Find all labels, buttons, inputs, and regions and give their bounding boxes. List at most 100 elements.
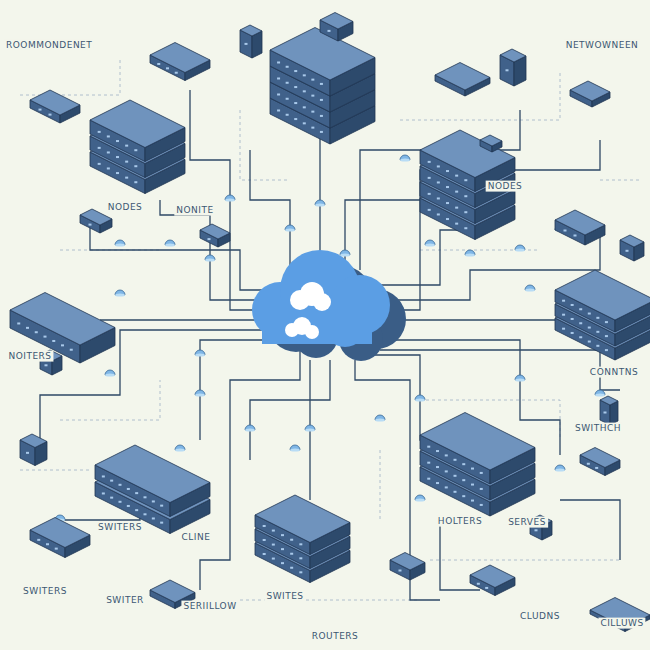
device-stack — [255, 495, 350, 583]
port — [564, 230, 567, 232]
port — [454, 491, 457, 493]
device-stack — [555, 270, 650, 360]
device-label: SERVES — [506, 517, 548, 528]
port — [35, 331, 38, 333]
port — [110, 497, 113, 499]
junction-base — [305, 428, 315, 431]
port — [119, 501, 122, 503]
port — [437, 213, 440, 215]
wire — [250, 360, 330, 460]
wire — [345, 190, 430, 265]
port — [436, 482, 439, 484]
device-stack — [200, 224, 230, 247]
dashed-wire — [20, 470, 90, 471]
port — [17, 322, 20, 324]
port — [471, 484, 474, 486]
device-label: SWITERS — [21, 586, 69, 597]
port — [462, 479, 465, 481]
port — [61, 344, 64, 346]
box-top — [555, 270, 650, 320]
wire — [100, 319, 260, 320]
port — [152, 500, 155, 502]
port — [455, 191, 458, 193]
port — [303, 90, 306, 92]
port — [52, 340, 55, 342]
device-stack — [555, 210, 605, 245]
port — [46, 543, 49, 545]
port — [480, 504, 483, 506]
port — [125, 145, 128, 147]
junction-base — [555, 468, 565, 471]
box-top — [470, 565, 515, 588]
port — [290, 567, 293, 569]
port — [427, 462, 430, 464]
port — [290, 539, 293, 541]
port — [311, 79, 314, 81]
port — [446, 218, 449, 220]
port — [399, 570, 402, 572]
device-stack — [95, 445, 210, 534]
device-stack — [435, 63, 490, 97]
port — [588, 341, 591, 343]
port — [454, 475, 457, 477]
port — [299, 543, 302, 545]
box-top — [95, 445, 210, 503]
port — [263, 525, 266, 527]
dashed-wire — [60, 380, 160, 420]
box-top — [500, 49, 526, 62]
device-stack — [590, 598, 650, 632]
port — [263, 553, 266, 555]
port — [127, 488, 130, 490]
port — [107, 167, 110, 169]
port — [175, 72, 178, 74]
port — [144, 496, 147, 498]
port — [70, 349, 73, 351]
device-label: SWITES — [264, 591, 305, 602]
port — [49, 114, 52, 116]
box-top — [270, 28, 375, 81]
port — [303, 122, 306, 124]
device-stack — [620, 235, 644, 261]
port — [437, 181, 440, 183]
port — [107, 151, 110, 153]
port — [160, 505, 163, 507]
device-label: NOITERS — [6, 351, 53, 362]
port — [485, 587, 488, 589]
port — [437, 197, 440, 199]
port — [290, 553, 293, 555]
port — [446, 170, 449, 172]
junction-base — [175, 448, 185, 451]
port — [272, 544, 275, 546]
device-label: SERIILLOW — [181, 601, 238, 612]
port — [454, 459, 457, 461]
port — [134, 165, 137, 167]
box-top — [435, 63, 490, 91]
box-top — [390, 553, 425, 571]
port — [480, 488, 483, 490]
port — [299, 557, 302, 559]
junction-base — [340, 253, 350, 256]
device-label: SWITER — [104, 595, 146, 606]
port — [89, 224, 92, 226]
port — [328, 30, 331, 32]
box-top — [30, 518, 90, 548]
junction-base — [195, 393, 205, 396]
device-label: NONITE — [174, 205, 215, 216]
port — [605, 321, 608, 323]
port — [579, 322, 582, 324]
port — [263, 539, 266, 541]
device-label: CILLUWS — [598, 618, 645, 629]
port — [320, 99, 323, 101]
port — [98, 147, 101, 149]
port — [277, 93, 280, 95]
port — [562, 328, 565, 330]
port — [98, 163, 101, 165]
port — [436, 466, 439, 468]
port — [134, 181, 137, 183]
port — [245, 43, 248, 45]
port — [294, 102, 297, 104]
box-top — [570, 81, 610, 101]
device-stack — [270, 28, 375, 145]
